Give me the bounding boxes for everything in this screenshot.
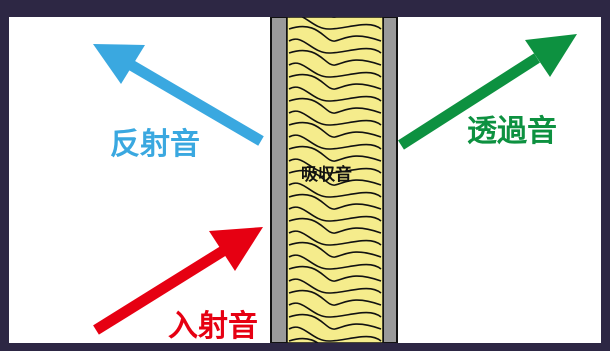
insulation-wave	[288, 169, 382, 186]
insulation-pattern	[288, 17, 382, 343]
reflected-sound-label: 反射音	[110, 127, 200, 162]
insulation-wave	[288, 110, 382, 126]
insulation-wave	[288, 289, 382, 306]
incident-sound-label: 入射音	[168, 309, 258, 343]
insulation-wave	[288, 145, 382, 162]
insulation-wave	[288, 134, 382, 150]
insulation-wave	[288, 278, 382, 294]
insulation-wave	[288, 25, 382, 42]
arrow-up-left-icon	[93, 44, 264, 146]
insulation-wave	[288, 121, 382, 138]
insulation-wave	[288, 217, 382, 234]
insulation-wave	[288, 206, 382, 222]
incident-arrow-up-right-icon	[93, 227, 263, 335]
insulation-wave	[288, 86, 382, 102]
transmitted-sound-label: 透過音	[467, 114, 557, 149]
insulation-wave	[288, 302, 382, 318]
insulation-wave	[288, 73, 382, 90]
insulation-wave	[288, 38, 382, 54]
insulation-wave	[288, 230, 382, 246]
sound-wall-diagram	[93, 17, 577, 343]
insulation-wave	[289, 17, 382, 30]
absorbed-sound-label: 吸収音	[301, 165, 352, 185]
right-wall-board	[382, 17, 398, 343]
diagram-panel: 反射音 透過音 入射音 吸収音	[9, 17, 601, 343]
insulation-wave	[288, 97, 382, 114]
insulation-wave	[288, 254, 382, 270]
insulation-wave	[288, 337, 320, 343]
wall-assembly	[270, 17, 398, 343]
arrow-up-right-icon	[398, 34, 577, 150]
insulation-wave	[288, 313, 382, 330]
insulation-wave	[288, 326, 382, 342]
insulation-wave	[288, 62, 382, 78]
insulation-wave	[288, 158, 382, 174]
insulation-wave	[288, 265, 382, 282]
insulation-wave	[288, 241, 382, 258]
insulation-wave	[288, 193, 382, 210]
insulation-wave	[288, 182, 382, 198]
insulation-wave	[288, 49, 382, 66]
left-wall-board	[270, 17, 288, 343]
